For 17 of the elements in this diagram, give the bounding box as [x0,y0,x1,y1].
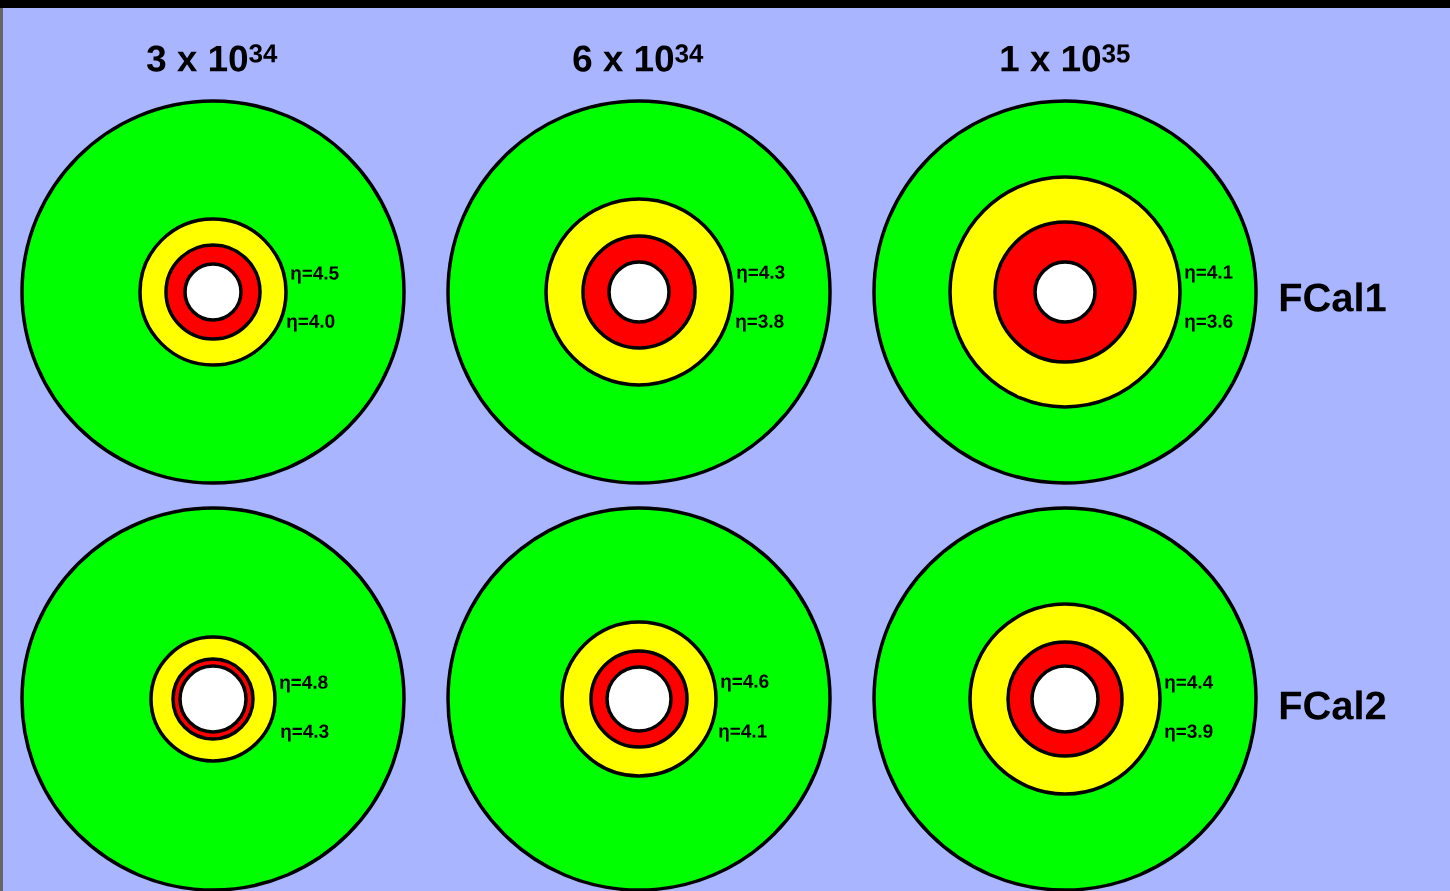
eta-label: η=4.1 [1185,265,1233,283]
eta-label: η=4.6 [721,674,769,692]
column-heading: 1 x 10$^{35}$ [1001,44,1130,72]
eta-label: η=4.3 [281,724,329,742]
eta-label: η=4.8 [280,675,328,693]
eta-label: η=4.5 [291,266,339,284]
eta-label: η=4.3 [737,265,785,283]
eta-label: η=3.9 [1165,724,1213,742]
column-heading: 6 x 10$^{34}$ [573,44,704,72]
eta-label: η=3.6 [1185,314,1233,332]
eta-label: η=4.1 [719,724,767,742]
eta-label: η=4.0 [287,314,335,332]
eta-label: η=3.8 [736,314,784,332]
column-heading: 3 x 10$^{34}$ [147,44,278,72]
row-label: FCal2 [1280,690,1386,720]
row-label: FCal1 [1280,282,1386,312]
eta-label: η=4.4 [1165,675,1214,693]
